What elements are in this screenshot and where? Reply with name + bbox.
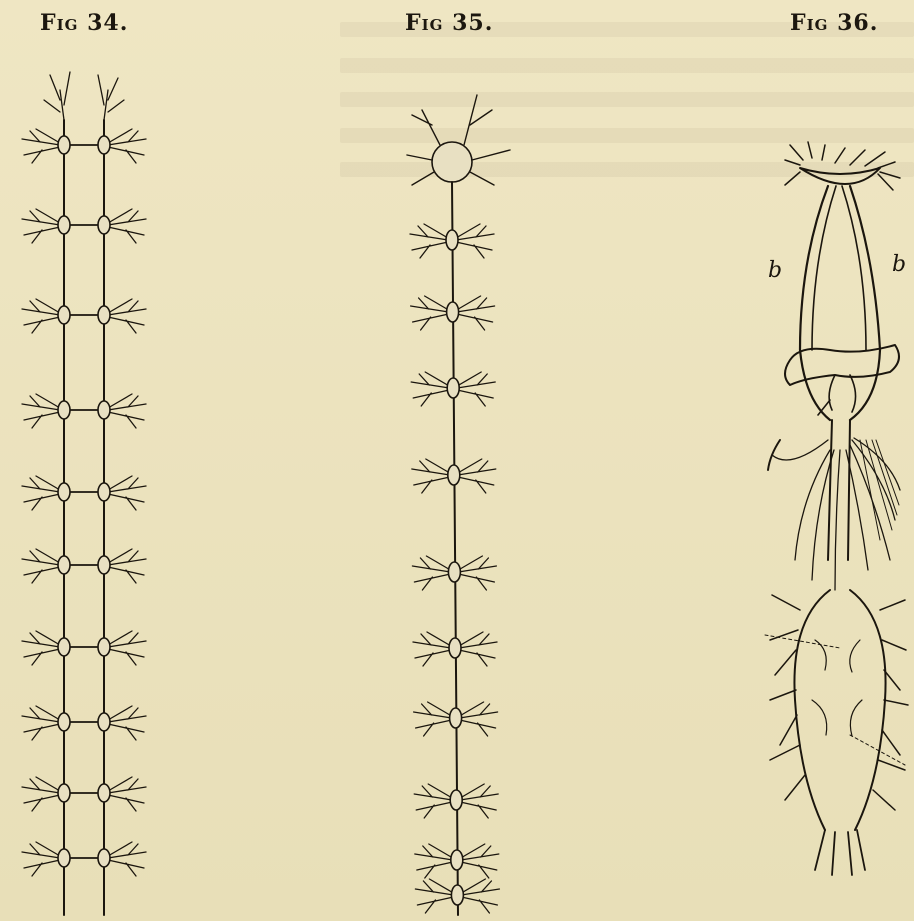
left-ganglion	[58, 713, 70, 731]
lateral-nerve	[458, 556, 496, 590]
chain-ganglion	[446, 230, 458, 250]
figure-36-label-b-right: b	[892, 252, 906, 277]
figure-34-ladder-nervous-system	[22, 72, 146, 915]
left-ganglion	[58, 306, 70, 324]
lateral-nerve	[22, 129, 60, 163]
left-ganglion	[58, 216, 70, 234]
lower-mass-outline	[794, 590, 885, 830]
lateral-nerve	[22, 706, 60, 740]
right-ganglion	[98, 556, 110, 574]
chain-ganglion	[448, 562, 460, 582]
figure-36-nerve-ring-and-mass	[765, 142, 908, 875]
right-ganglion	[98, 483, 110, 501]
lateral-nerve	[108, 476, 146, 510]
lateral-nerve	[456, 224, 494, 258]
lateral-nerve	[415, 879, 453, 913]
lateral-nerve	[22, 631, 60, 665]
lateral-nerve	[460, 784, 498, 818]
cerebral-ganglion	[800, 168, 880, 184]
lateral-nerve	[461, 844, 499, 878]
chain-ganglion	[449, 638, 461, 658]
lateral-nerve	[412, 459, 450, 493]
figure-35-chain-nervous-system	[407, 95, 510, 915]
left-ganglion	[58, 638, 70, 656]
curled-fiber	[768, 440, 780, 470]
right-ganglion	[98, 136, 110, 154]
left-ganglion	[58, 483, 70, 501]
cerebral-ring-ganglion	[432, 142, 472, 182]
lateral-nerve	[411, 296, 449, 330]
chain-ganglion	[448, 465, 460, 485]
lateral-nerve	[460, 702, 498, 736]
figure-36-label-b-left: b	[768, 258, 782, 283]
left-ganglion	[58, 136, 70, 154]
lateral-nerve	[413, 632, 451, 666]
lateral-nerve	[412, 556, 450, 590]
chain-ganglion	[451, 885, 463, 905]
lateral-nerve	[108, 631, 146, 665]
lateral-nerve	[108, 549, 146, 583]
right-ganglion	[98, 216, 110, 234]
ventral-cord	[828, 420, 850, 560]
lateral-nerve	[461, 879, 499, 913]
fan-fine-fibers	[860, 440, 899, 540]
lateral-nerve	[22, 394, 60, 428]
anterior-left-nerves	[44, 72, 70, 120]
anterior-right-nerves	[98, 75, 124, 120]
chain-ganglion	[451, 850, 463, 870]
lateral-nerve	[414, 702, 452, 736]
chain-ganglion	[450, 708, 462, 728]
lateral-nerve	[22, 777, 60, 811]
lateral-nerve	[108, 209, 146, 243]
lateral-nerve	[108, 842, 146, 876]
left-ganglion	[58, 784, 70, 802]
lateral-nerve	[108, 129, 146, 163]
right-ganglion	[98, 638, 110, 656]
lateral-nerve	[108, 777, 146, 811]
right-ganglion	[98, 713, 110, 731]
chain-ganglion	[447, 378, 459, 398]
lateral-nerve	[411, 372, 449, 406]
left-ganglion	[58, 849, 70, 867]
right-ganglion	[98, 401, 110, 419]
right-ganglion	[98, 784, 110, 802]
lateral-nerves	[770, 595, 908, 810]
lateral-nerve	[22, 549, 60, 583]
lateral-nerve	[22, 842, 60, 876]
chain-ganglion	[447, 302, 459, 322]
lateral-nerve	[457, 372, 495, 406]
lateral-nerve	[410, 224, 448, 258]
lateral-nerve	[459, 632, 497, 666]
lateral-nerve	[414, 784, 452, 818]
lateral-nerve	[108, 394, 146, 428]
left-ganglion	[58, 556, 70, 574]
lateral-nerve	[22, 209, 60, 243]
lateral-nerve	[108, 706, 146, 740]
chain-ganglion	[450, 790, 462, 810]
lateral-nerve	[458, 459, 496, 493]
inner-mass-detail	[812, 640, 862, 736]
right-ganglion	[98, 306, 110, 324]
fan-nerve-fibers	[772, 438, 900, 590]
right-ganglion	[98, 849, 110, 867]
lateral-nerve	[22, 299, 60, 333]
collar-nerves	[818, 375, 856, 415]
left-ganglion	[58, 401, 70, 419]
lateral-nerve	[457, 296, 495, 330]
lateral-nerve	[22, 476, 60, 510]
brain-nerves	[785, 142, 900, 190]
lateral-nerve	[415, 844, 453, 878]
posterior-nerves	[815, 830, 865, 875]
lateral-nerve	[108, 299, 146, 333]
